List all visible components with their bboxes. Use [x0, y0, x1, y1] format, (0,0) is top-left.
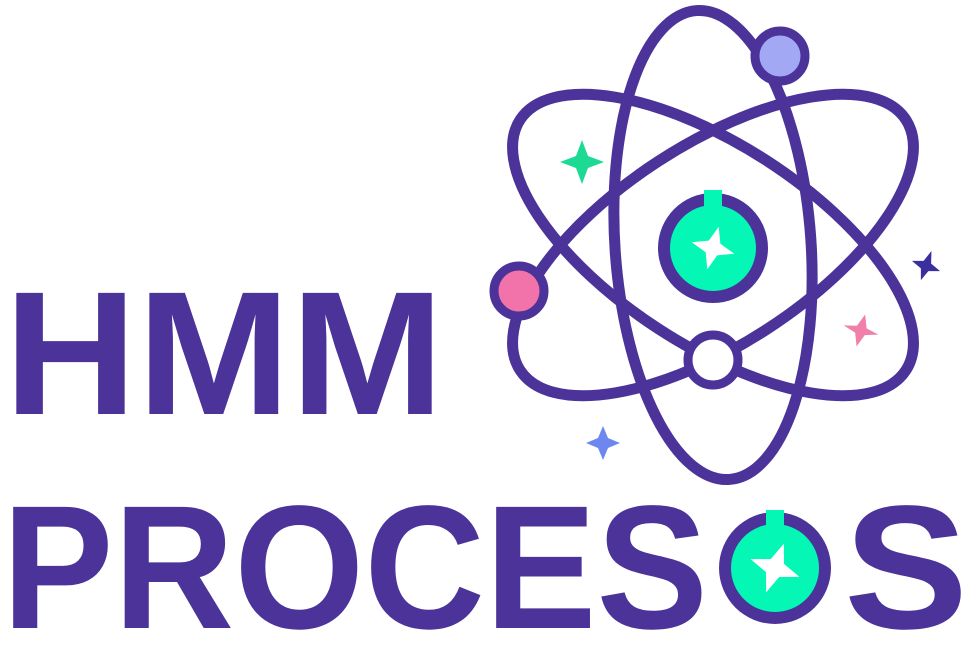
logo-text-final-s: S: [844, 470, 968, 648]
electron-lavender-icon: [750, 26, 810, 86]
nucleus-o-icon: [719, 510, 831, 624]
sparkle-icon: [843, 314, 879, 347]
sparkle-icon: [560, 140, 604, 184]
orbit-diagonal-a: [507, 88, 919, 402]
atom-icon: [489, 4, 919, 486]
orbit-vertical: [608, 4, 818, 486]
orbit-diagonal-b: [507, 88, 919, 402]
electron-pink-icon: [489, 261, 549, 321]
electron-white-icon: [683, 330, 743, 390]
logo-text-hmm: HMM: [4, 256, 444, 452]
logo-text-proces: PROCES: [2, 470, 708, 648]
nucleus-icon: [658, 190, 768, 303]
sparkle-icon: [586, 426, 620, 460]
sparkle-icon: [911, 250, 941, 281]
